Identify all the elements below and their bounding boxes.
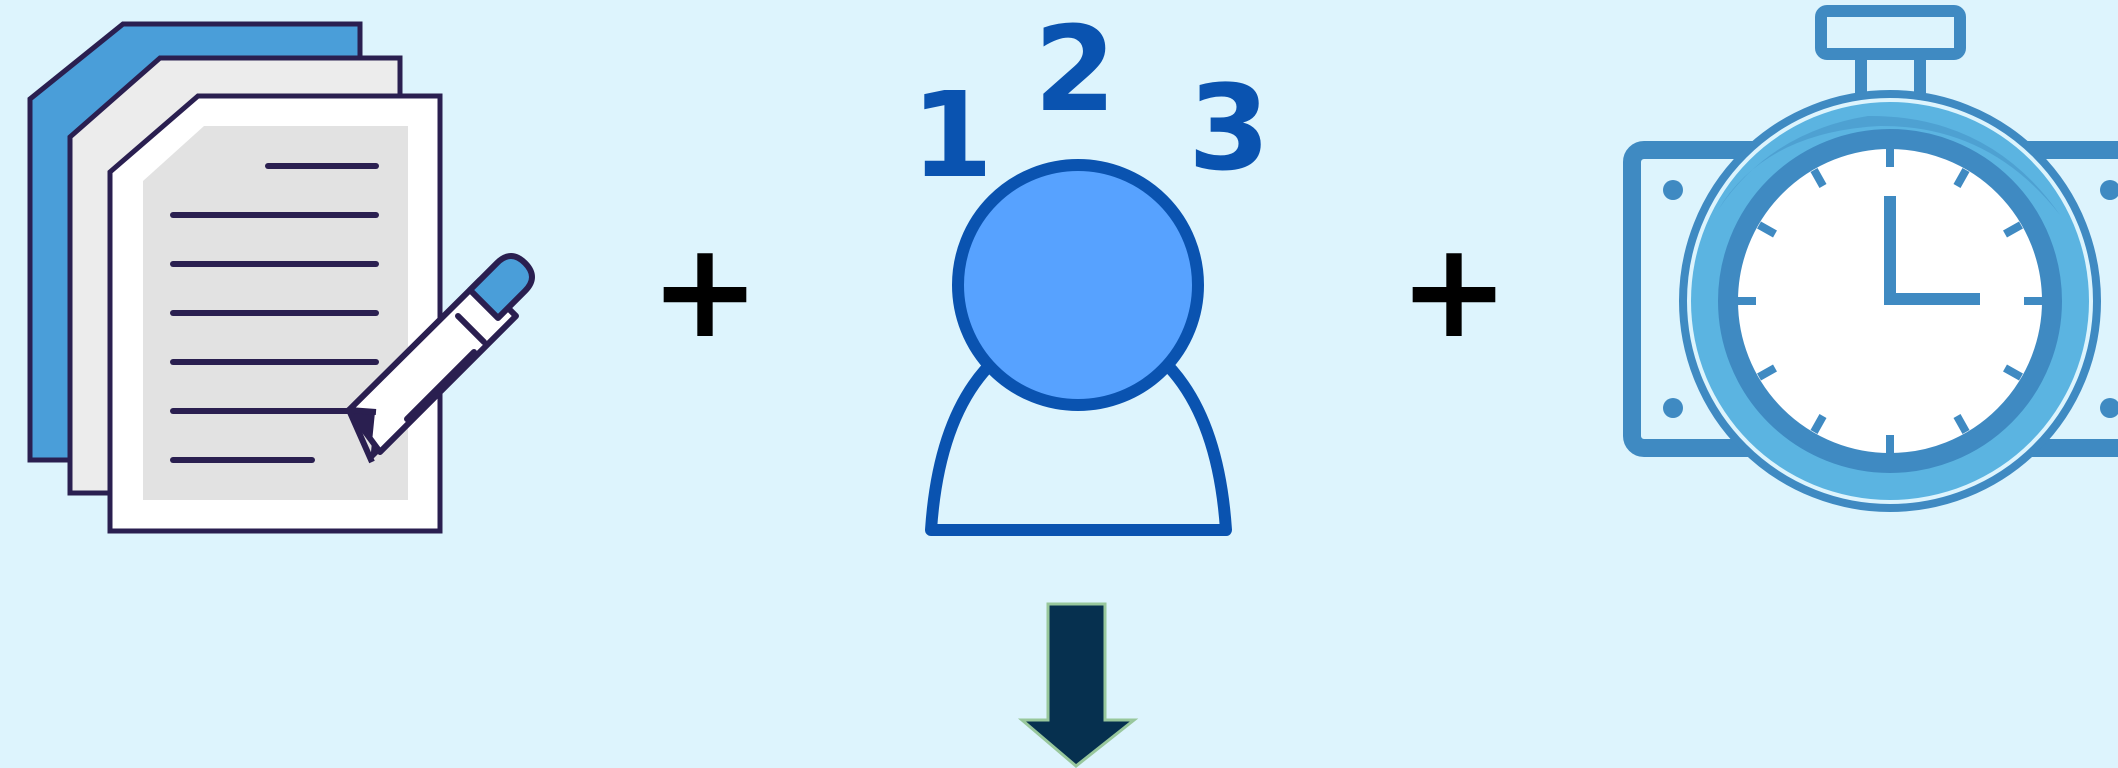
plus-sign-1: + — [649, 214, 761, 368]
number-3-label: 3 — [1188, 59, 1270, 197]
stopwatch-icon — [1600, 0, 2118, 560]
documents-with-pencil-icon — [0, 0, 560, 560]
plus-sign-2: + — [1398, 214, 1510, 368]
number-2-label: 2 — [1034, 0, 1116, 138]
pencil-icon — [346, 253, 535, 464]
number-1-label: 1 — [911, 66, 993, 204]
down-arrow-icon — [1010, 600, 1150, 768]
person-with-numbers-icon: 1 2 3 — [870, 0, 1290, 560]
